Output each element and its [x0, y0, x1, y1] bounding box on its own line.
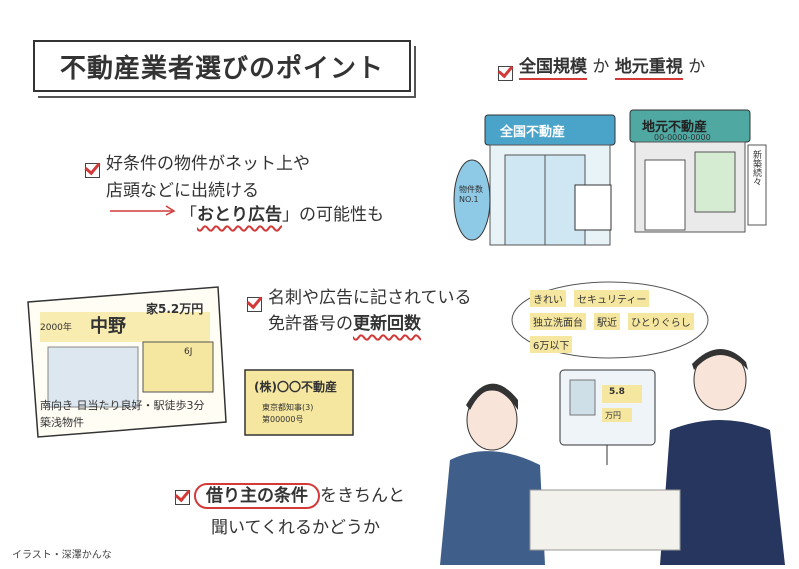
point4-line1-rest: をきちんと — [320, 486, 405, 506]
bubble-item: きれい — [530, 290, 566, 307]
flyer-year: 2000年 — [40, 323, 72, 333]
point1-line3: 「おとり広告」の可能性も — [180, 203, 384, 227]
card-license2: 第00000号 — [262, 415, 304, 424]
local-store-sign: 地元不動産 — [642, 120, 708, 135]
point2-end: か — [682, 57, 706, 77]
mascot-sign: 物件数NO.1 — [459, 185, 483, 204]
bubble-item: 独立洗面台 — [530, 313, 586, 330]
point4-emphasis: 借り主の条件 — [194, 483, 320, 509]
point1-line3-rest: 」の可能性も — [282, 205, 384, 225]
bubble-item: 駅近 — [594, 313, 620, 330]
point2-local: 地元重視 — [614, 57, 683, 80]
point1-bracket-open: 「 — [180, 205, 197, 225]
point2-connector: か — [587, 57, 615, 77]
monitor-unit: 万円 — [605, 411, 621, 420]
point3-check-icon — [247, 297, 262, 316]
point1-emphasis: おとり広告 — [197, 205, 282, 225]
point3-emphasis: 更新回数 — [353, 314, 421, 334]
stores-illustration — [453, 109, 767, 246]
illustration-credit: イラスト・深澤かんな — [12, 550, 112, 561]
title-box-shadow — [38, 46, 416, 98]
point2-text: 全国規模 か 地元重視 か — [519, 55, 706, 80]
point4-check-icon — [175, 490, 190, 509]
card-license1: 東京都知事(3) — [262, 403, 314, 412]
bubble-items: きれい セキュリティー 独立洗面台 駅近 ひとりぐらし 6万以下 — [530, 290, 700, 353]
local-store-phone: 00-0000-0000 — [654, 133, 711, 142]
page-title-text: 不動産業者選びのポイント — [59, 53, 384, 84]
card-company: (株)〇〇不動産 — [254, 380, 337, 394]
banner-text: 新築続々 — [751, 150, 761, 186]
monitor-price: 5.8 — [609, 387, 625, 397]
flyer-desc1: 南向き 日当たり良好・駅徒歩3分 — [40, 399, 205, 412]
point3-line1: 名刺や広告に記されている — [268, 288, 472, 308]
point1-check-icon — [85, 163, 100, 182]
point1-line1: 好条件の物件がネット上や — [106, 154, 310, 174]
flyer-illustration — [27, 286, 227, 438]
arrow-icon — [110, 205, 176, 216]
business-card — [244, 369, 354, 436]
point3-line2: 免許番号の更新回数 — [268, 312, 421, 336]
point4-line1: 借り主の条件をきちんと — [194, 483, 405, 509]
page-title: 不動産業者選びのポイント — [33, 40, 411, 92]
point4-line2: 聞いてくれるかどうか — [211, 518, 380, 538]
bubble-item: ひとりぐらし — [628, 313, 694, 330]
flyer-layout: 6J — [184, 347, 193, 357]
flyer-desc2: 築浅物件 — [40, 416, 84, 429]
point2-national: 全国規模 — [519, 57, 587, 80]
flyer-price: 家5.2万円 — [146, 302, 204, 316]
point1-line2: 店頭などに出続ける — [106, 181, 259, 201]
national-store-sign: 全国不動産 — [500, 125, 566, 140]
bubble-item: 6万以下 — [530, 336, 573, 353]
consultation-illustration — [440, 348, 785, 565]
flyer-area: 中野 — [90, 316, 126, 337]
point2-check-icon — [498, 66, 513, 85]
bubble-item: セキュリティー — [574, 290, 650, 307]
point3-line2-pre: 免許番号の — [268, 314, 353, 334]
